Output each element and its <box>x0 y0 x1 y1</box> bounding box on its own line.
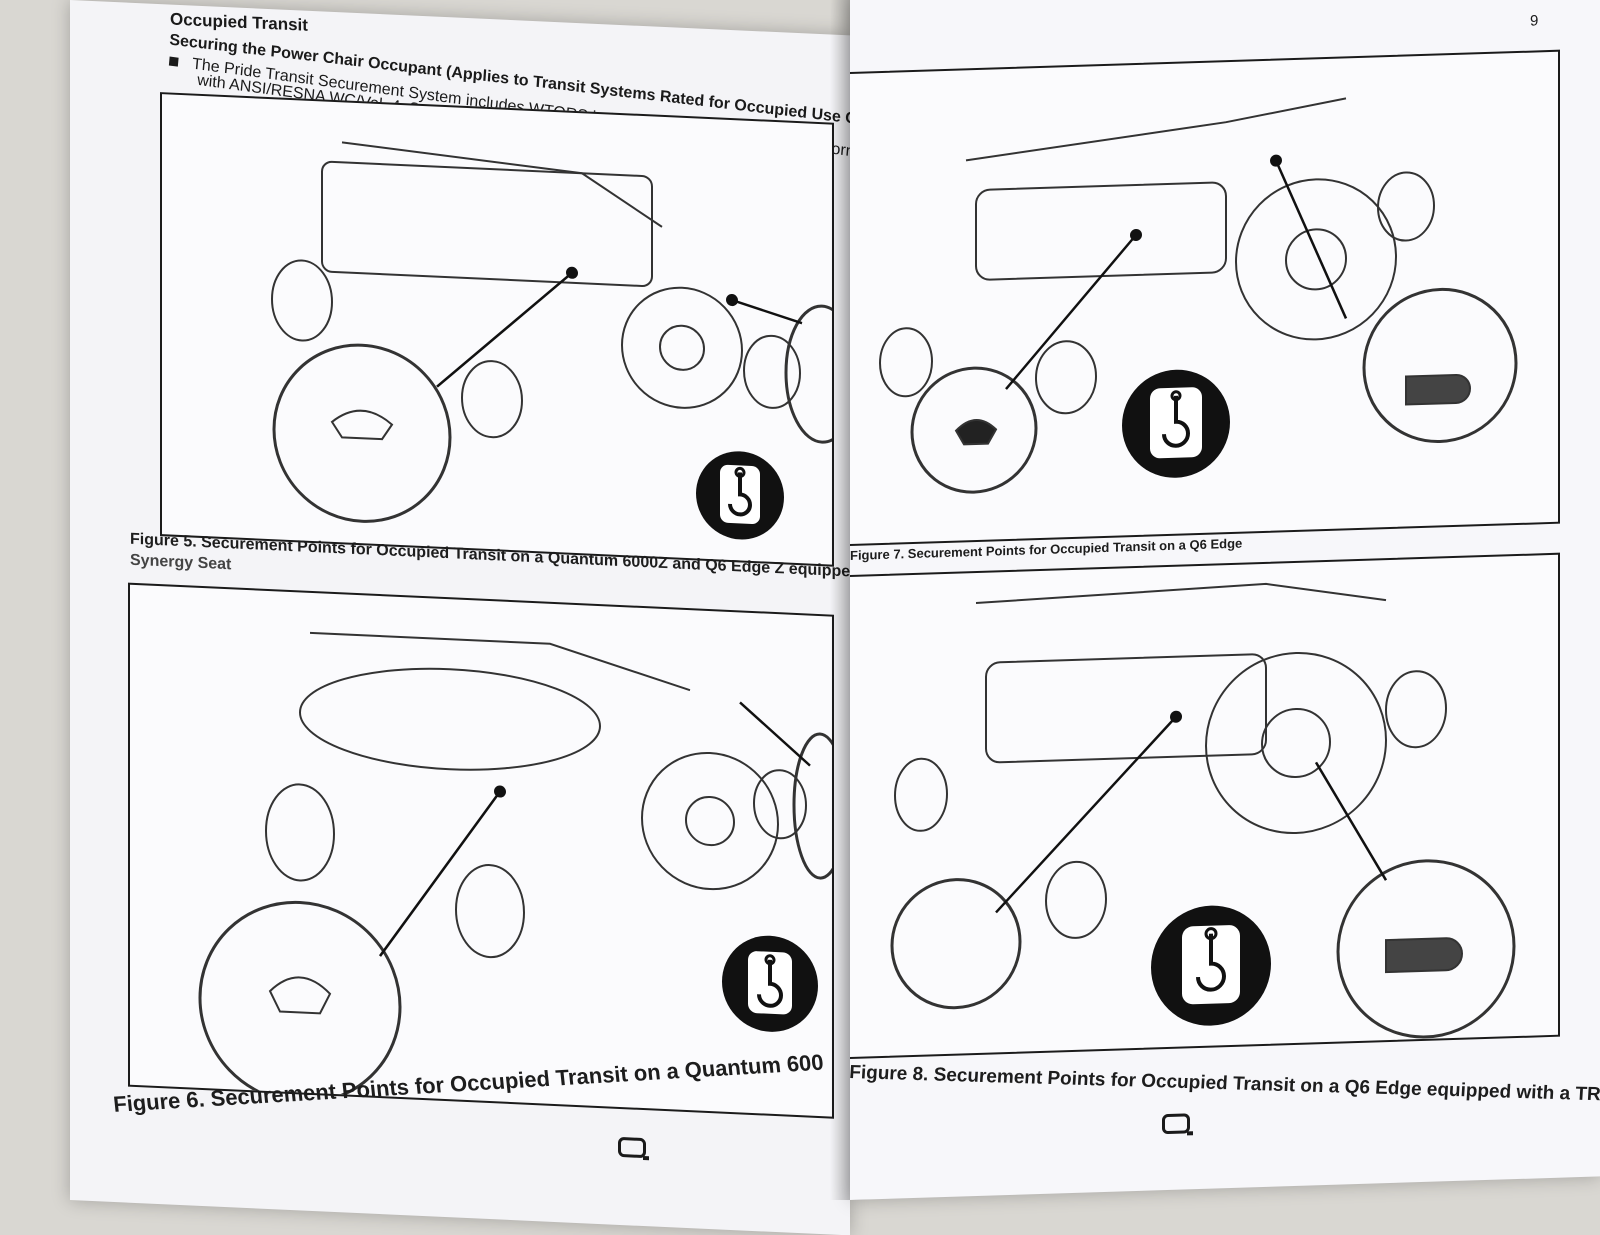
drive-wheel <box>1235 178 1397 341</box>
figure-6-illustration <box>128 582 834 1119</box>
drive-wheel <box>641 751 779 891</box>
left-page: Occupied Transit Securing the Power Chai… <box>70 0 850 1235</box>
bullet-icon <box>168 56 179 67</box>
hook-icon <box>1122 369 1230 478</box>
page-number: 9 <box>1530 12 1539 30</box>
chair-base <box>985 653 1267 764</box>
front-caster <box>879 327 933 398</box>
right-page: 9 <box>850 0 1600 1201</box>
hook-icon <box>1151 905 1271 1026</box>
figure-5-drawing <box>271 141 832 540</box>
detail-callout-circle-left <box>272 343 452 523</box>
callout-leader-line <box>995 715 1177 914</box>
quantum-logo-icon-right <box>1162 1113 1190 1135</box>
chair-base <box>321 160 653 287</box>
anchor-bracket-detail <box>954 419 998 446</box>
detail-callout-circle-right <box>792 732 832 880</box>
anchor-hook-detail <box>1405 373 1471 406</box>
figure-8-drawing <box>890 582 1516 1039</box>
anti-tip-wheel <box>1377 171 1435 242</box>
anti-tip-wheel <box>753 769 807 840</box>
wheel-hub <box>1285 228 1347 291</box>
front-caster <box>894 757 948 832</box>
seat-frame <box>965 97 1347 162</box>
anti-tip-wheel <box>1385 670 1447 749</box>
rear-caster <box>1035 340 1097 415</box>
callout-leader-line-2 <box>739 701 811 767</box>
figure-7-illustration <box>850 49 1560 547</box>
figure-8-caption: Figure 8. Securement Points for Occupied… <box>850 1062 1600 1108</box>
seat-frame <box>975 582 1387 605</box>
rear-caster <box>461 360 523 439</box>
detail-callout-circle-right <box>1336 859 1516 1039</box>
detail-callout-circle-left <box>890 878 1022 1010</box>
figure-5-illustration <box>160 92 834 567</box>
figure-6-drawing <box>198 631 832 1105</box>
callout-leader-line <box>1005 234 1137 390</box>
anchor-point-marker <box>494 785 506 798</box>
detail-callout-circle-left <box>910 366 1038 494</box>
callout-leader-line-2 <box>731 298 803 325</box>
chair-base <box>975 181 1227 281</box>
section-title: Occupied Transit <box>170 9 308 35</box>
rear-caster <box>1045 860 1107 939</box>
front-caster <box>271 259 333 342</box>
callout-leader-line-2 <box>1314 761 1388 881</box>
anti-tip-wheel <box>743 334 801 409</box>
hook-icon <box>696 451 784 540</box>
wheel-hub <box>659 324 705 371</box>
wheel-hub <box>685 796 735 847</box>
detail-callout-circle-right <box>784 304 832 444</box>
anchor-point-marker <box>1170 710 1182 723</box>
wheel-hub <box>1261 707 1331 779</box>
callout-leader-line <box>378 790 502 957</box>
callout-leader-line-2 <box>1274 160 1348 319</box>
anchor-point-marker-2 <box>1270 154 1282 167</box>
hook-icon <box>722 935 818 1032</box>
seat-frame <box>310 631 691 692</box>
rear-caster <box>455 864 525 959</box>
anchor-hook-detail <box>1385 937 1463 974</box>
figure-7-drawing <box>879 97 1518 494</box>
callout-leader-line <box>436 271 573 388</box>
detail-callout-circle-right <box>1362 287 1518 443</box>
seat-frame <box>341 141 663 228</box>
figure-5-caption-line-2: Synergy Seat <box>130 551 232 574</box>
quantum-logo-icon <box>618 1136 646 1159</box>
anchor-point-marker-2 <box>726 294 738 307</box>
chair-platform <box>299 667 601 771</box>
figure-8-illustration <box>850 552 1560 1060</box>
anchor-point-marker <box>566 266 578 279</box>
anchor-bracket-detail <box>268 976 332 1015</box>
drive-wheel <box>1205 651 1387 835</box>
drive-wheel <box>621 286 743 409</box>
anchor-bracket-detail <box>330 409 394 441</box>
anchor-point-marker <box>1130 229 1142 242</box>
front-caster <box>265 783 335 882</box>
